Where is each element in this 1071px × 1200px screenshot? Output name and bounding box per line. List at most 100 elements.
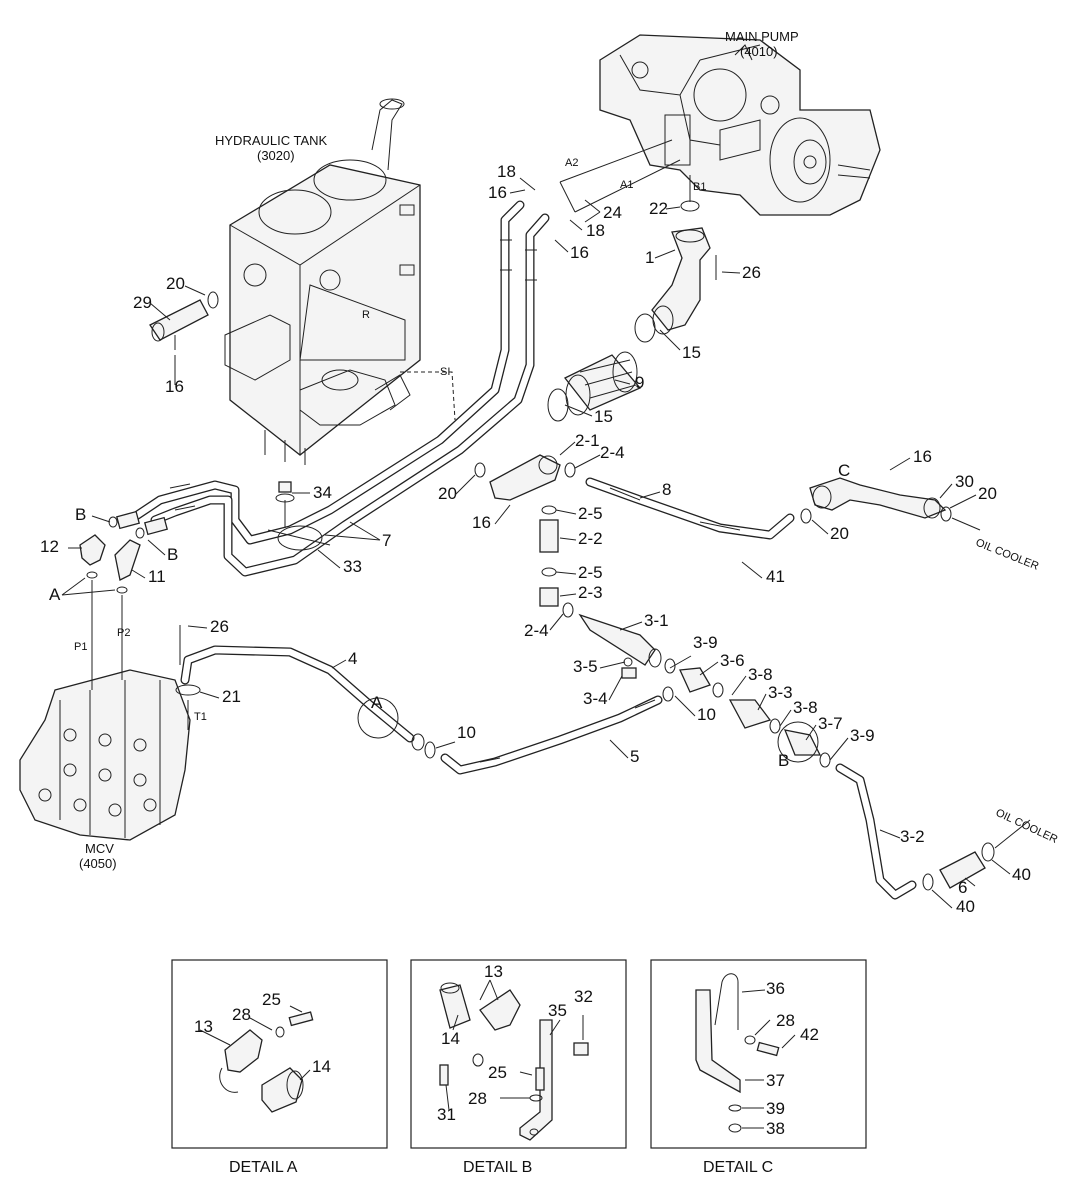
callout-7: 7 (382, 531, 391, 550)
callout-9: 9 (635, 373, 644, 392)
callout-2-5a: 2-5 (578, 504, 603, 523)
hydraulic-tank: HYDRAULIC TANK (3020) R SI (215, 98, 456, 465)
port-b1: B1 (693, 181, 706, 193)
return-pipe-4 (175, 625, 436, 759)
main-pump-name: MAIN PUMP (725, 29, 799, 44)
callout-b2: B (167, 545, 178, 564)
main-pump: MAIN PUMP (4010) (599, 29, 881, 216)
callout-labels: 16 18 24 18 16 22 1 26 15 9 15 20 29 16 … (40, 162, 1031, 916)
detail-c-title: DETAIL C (703, 1159, 773, 1176)
callout-3-9a: 3-9 (693, 633, 718, 652)
callout-8: 8 (662, 480, 671, 499)
callout-29: 29 (133, 293, 152, 312)
port-p2: P2 (117, 627, 130, 639)
callout-40b: 40 (956, 897, 975, 916)
mcv-name: MCV (85, 841, 114, 856)
detail-c-39: 39 (766, 1099, 785, 1118)
callout-16c: 16 (165, 377, 184, 396)
callout-16b: 16 (570, 243, 589, 262)
detail-c-38: 38 (766, 1119, 785, 1138)
detail-a-25: 25 (262, 990, 281, 1009)
suction-pipe-assembly (547, 227, 717, 422)
callout-3-8b: 3-8 (793, 698, 818, 717)
callout-3-5: 3-5 (573, 657, 598, 676)
callout-20b: 20 (438, 484, 457, 503)
detail-a: 25 28 13 14 DETAIL A (171, 959, 388, 1176)
callout-11: 11 (148, 567, 166, 586)
detail-b: 13 14 35 32 25 31 28 DETAIL B (410, 959, 627, 1176)
callout-2-2: 2-2 (578, 529, 603, 548)
bolt-34 (275, 481, 295, 522)
callout-24: 24 (603, 203, 622, 222)
callout-15a: 15 (682, 343, 701, 362)
callout-3-1: 3-1 (644, 611, 669, 630)
callout-3-2: 3-2 (900, 827, 925, 846)
callout-b3: B (778, 751, 789, 770)
callout-3-8a: 3-8 (748, 665, 773, 684)
hose-5 (440, 686, 674, 775)
callout-5: 5 (630, 747, 639, 766)
callout-1: 1 (645, 248, 654, 267)
callout-30: 30 (955, 472, 974, 491)
fittings-3 (578, 613, 831, 768)
callout-2-3: 2-3 (578, 583, 603, 602)
tank-hoses (125, 200, 550, 577)
callout-10a: 10 (457, 723, 476, 742)
return-fitting-29 (149, 291, 219, 350)
callout-a2: A (371, 693, 383, 712)
callout-40a: 40 (1012, 865, 1031, 884)
leader-lines (61, 177, 1011, 909)
detail-a-14: 14 (312, 1057, 331, 1076)
detail-b-14: 14 (441, 1029, 460, 1048)
elbows-11-12 (79, 510, 169, 594)
callout-12: 12 (40, 537, 59, 556)
oil-cooler-label-1: OIL COOLER (974, 537, 1041, 573)
callout-a1: A (49, 585, 61, 604)
callout-2-4a: 2-4 (600, 443, 625, 462)
callout-4: 4 (348, 649, 357, 668)
callout-16a: 16 (488, 183, 507, 202)
detail-b-35: 35 (548, 1001, 567, 1020)
callout-18b: 18 (586, 221, 605, 240)
callout-3-7: 3-7 (818, 714, 843, 733)
detail-a-13: 13 (194, 1017, 213, 1036)
detail-b-title: DETAIL B (463, 1159, 532, 1176)
callout-2-1: 2-1 (575, 431, 600, 450)
detail-b-28: 28 (468, 1089, 487, 1108)
callout-6: 6 (958, 878, 967, 897)
callout-b1: B (75, 505, 86, 524)
hose-8 (585, 477, 812, 540)
callout-34: 34 (313, 483, 332, 502)
detail-a-28: 28 (232, 1005, 251, 1024)
callout-15b: 15 (594, 407, 613, 426)
tank-name: HYDRAULIC TANK (215, 133, 328, 148)
callout-c: C (838, 461, 850, 480)
callout-18a: 18 (497, 162, 516, 181)
oil-cooler-label-2: OIL COOLER (994, 807, 1060, 846)
detail-c-36: 36 (766, 979, 785, 998)
detail-c: 36 28 42 37 39 38 DETAIL C (650, 959, 867, 1176)
callout-21: 21 (222, 687, 241, 706)
detail-b-13: 13 (484, 962, 503, 981)
port-a1: A1 (620, 179, 633, 191)
detail-b-25: 25 (488, 1063, 507, 1082)
main-pump-code: (4010) (740, 44, 778, 59)
callout-16d: 16 (472, 513, 491, 532)
mcv-code: (4050) (79, 856, 117, 871)
detail-b-32: 32 (574, 987, 593, 1006)
detail-a-title: DETAIL A (229, 1159, 298, 1176)
port-a2: A2 (565, 157, 578, 169)
callout-33: 33 (343, 557, 362, 576)
callout-2-5b: 2-5 (578, 563, 603, 582)
tank-code: (3020) (257, 148, 295, 163)
fittings-2 (474, 454, 576, 618)
mcv: MCV (4050) P1 P2 T1 (19, 580, 207, 871)
callout-20a: 20 (166, 274, 185, 293)
pump-port-lines: A2 A1 B1 (559, 139, 706, 213)
callout-26b: 26 (210, 617, 229, 636)
callout-3-9b: 3-9 (850, 726, 875, 745)
callout-3-3: 3-3 (768, 683, 793, 702)
port-t1: T1 (194, 711, 207, 723)
port-r: R (362, 309, 370, 321)
callout-3-6: 3-6 (720, 651, 745, 670)
